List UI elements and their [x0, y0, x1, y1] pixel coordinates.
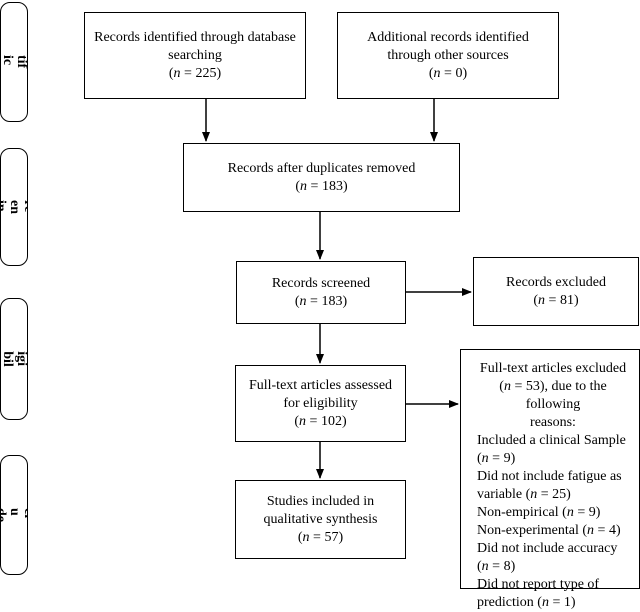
after-duplicates-count: (n = 183) [295, 178, 348, 194]
flow-arrows [202, 99, 472, 479]
reason-non-empirical: Non-empirical (n = 9) [477, 505, 601, 520]
reason-clinical-sample: Included a clinical Sample [477, 433, 626, 448]
box-studies-included: Studies included in qualitative synthesi… [235, 480, 406, 559]
included-line1: Studies included in [266, 493, 375, 509]
other-records-line2: through other sources [387, 47, 509, 63]
box-fulltext-assessed: Full-text articles assessed for eligibil… [235, 365, 406, 442]
phase-screening: Screening [0, 148, 28, 266]
excluded-line1: Records excluded [506, 274, 606, 290]
fulltext-excluded-line1: Full-text articles excluded [479, 361, 627, 376]
reason-no-prediction-type-count: prediction (n = 1) [477, 595, 576, 610]
after-duplicates-line1: Records after duplicates removed [227, 160, 416, 176]
box-database-records: Records identified through database sear… [84, 12, 306, 99]
other-records-count: (n = 0) [428, 65, 468, 81]
screened-line1: Records screened [271, 275, 371, 291]
excluded-count: (n = 81) [533, 292, 579, 308]
db-records-line2: searching [168, 47, 222, 63]
reason-no-accuracy: Did not include accuracy [477, 541, 618, 556]
reason-no-prediction-type: Did not report type of [477, 577, 600, 592]
box-after-duplicates: Records after duplicates removed (n = 18… [183, 143, 460, 212]
reason-no-fatigue: Did not include fatigue as [477, 469, 622, 484]
reason-non-experimental: Non-experimental (n = 4) [477, 523, 621, 538]
fulltext-excluded-line2: (n = 53), due to the following [499, 379, 607, 412]
fulltext-excluded-line3: reasons: [530, 415, 576, 430]
other-records-line1: Additional records identified [367, 29, 529, 45]
db-records-count: (n = 225) [168, 65, 222, 81]
reason-no-accuracy-count: (n = 8) [477, 559, 516, 574]
screened-count: (n = 183) [294, 293, 348, 309]
fulltext-count: (n = 102) [294, 413, 347, 429]
fulltext-line2: for eligibility [283, 395, 358, 411]
box-fulltext-excluded: Full-text articles excluded (n = 53), du… [460, 349, 640, 610]
db-records-line1: Records identified through database [94, 29, 296, 45]
included-count: (n = 57) [297, 529, 344, 545]
phase-eligibility: Eligibility [0, 298, 28, 420]
reason-no-fatigue-count: variable (n = 25) [477, 487, 571, 502]
box-other-records: Additional records identified through ot… [337, 12, 559, 99]
reason-clinical-sample-count: (n = 9) [477, 451, 516, 466]
fulltext-line1: Full-text articles assessed [248, 377, 393, 393]
phase-included: Included [0, 455, 28, 575]
box-records-screened: Records screened (n = 183) [236, 261, 406, 324]
phase-identification: Identificatio [0, 2, 28, 122]
box-records-excluded: Records excluded (n = 81) [473, 257, 639, 326]
included-line2: qualitative synthesis [263, 511, 378, 527]
